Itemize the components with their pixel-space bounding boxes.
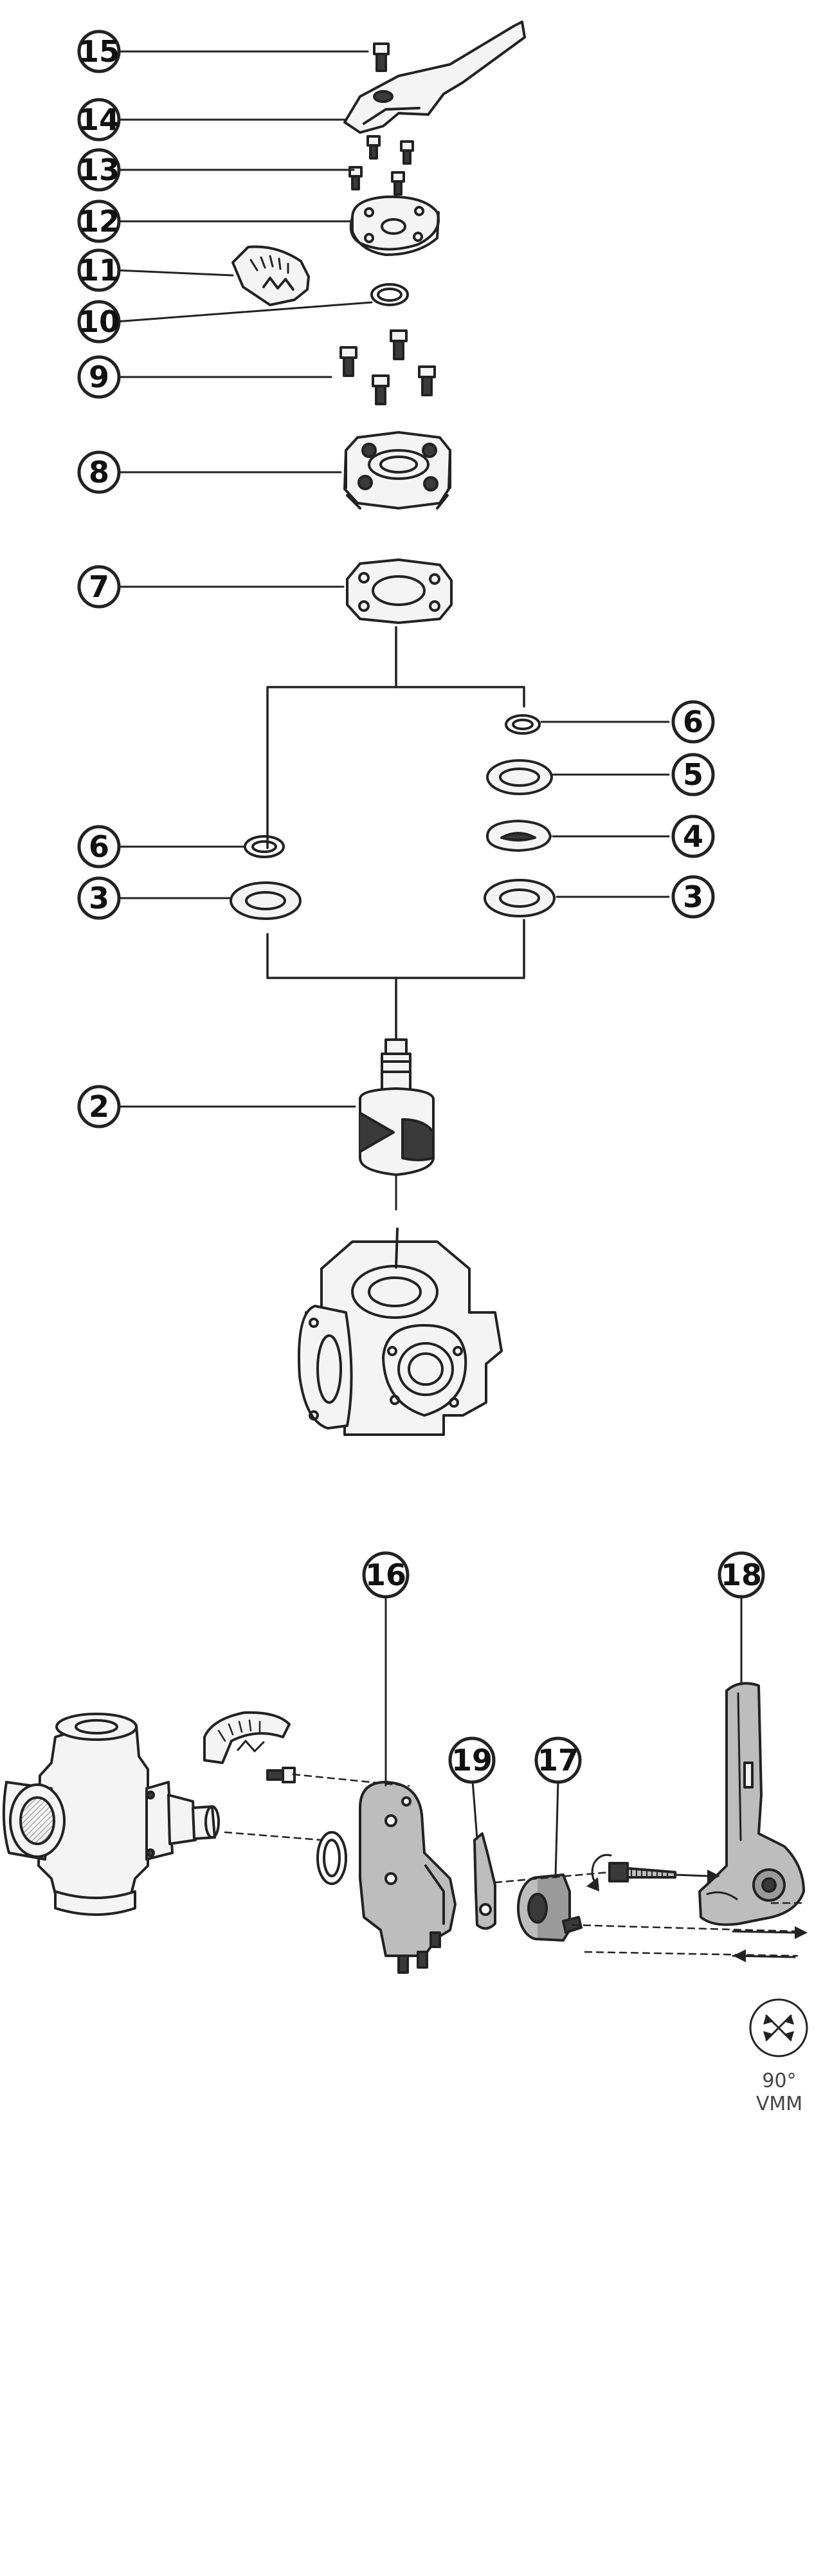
part-9-screws: [339, 329, 436, 405]
svg-text:3: 3: [89, 881, 109, 915]
svg-text:5: 5: [683, 757, 703, 792]
part-12-stop-plate: [349, 195, 440, 256]
callout-2: 2: [77, 1085, 121, 1128]
callout-6-right: 6: [671, 700, 715, 744]
part-14-lever-handle: [343, 21, 526, 134]
part-17-coupling: [517, 1873, 583, 1942]
svg-text:14: 14: [78, 102, 120, 137]
scale-plate-bottom: [203, 1711, 291, 1764]
svg-text:9: 9: [89, 360, 109, 394]
part-16-adapter-bracket: [359, 1781, 457, 1974]
callout-badges: 15 14 13 12 11 10 9 8 7 6 5 4 6 3 3 2 16…: [77, 30, 765, 1784]
callout-11: 11: [77, 248, 121, 292]
bottom-small-screw: [266, 1767, 296, 1783]
mode-angle-label: 90°: [762, 2070, 796, 2092]
callout-3-left: 3: [77, 876, 121, 920]
part-3-washer-left: [230, 881, 302, 920]
callout-8: 8: [77, 450, 121, 494]
callout-3-right: 3: [671, 875, 715, 919]
callout-13: 13: [77, 148, 121, 192]
rotation-mode-icon: [749, 1998, 808, 2057]
svg-text:13: 13: [78, 152, 120, 187]
part-4-seal: [486, 820, 552, 852]
svg-text:12: 12: [78, 204, 120, 239]
svg-text:15: 15: [78, 34, 120, 69]
part-11-scale-plate: [231, 245, 310, 306]
svg-text:2: 2: [89, 1089, 109, 1124]
callout-19: 19: [448, 1736, 496, 1784]
callout-leader-lines: [114, 50, 670, 1108]
bottom-long-screw: [608, 1862, 676, 1882]
assembly-guide-lines: [224, 1773, 805, 1957]
part-2-rotor-plug: [359, 1038, 435, 1211]
callout-18: 18: [718, 1551, 765, 1599]
svg-text:18: 18: [721, 1558, 762, 1592]
svg-text:6: 6: [683, 704, 703, 739]
callout-leader-lines-bottom: [384, 1594, 743, 1879]
callout-5: 5: [671, 753, 715, 796]
callout-16: 16: [362, 1551, 410, 1599]
part-1-valve-body: [298, 1228, 503, 1436]
svg-text:10: 10: [78, 304, 120, 339]
callout-7: 7: [77, 565, 121, 609]
svg-text:4: 4: [683, 819, 703, 854]
part-19-stop-lever: [473, 1832, 496, 1930]
mode-name-label: VMM: [756, 2093, 802, 2115]
svg-text:17: 17: [538, 1743, 579, 1778]
part-6-o-ring-left: [244, 835, 285, 858]
svg-text:8: 8: [89, 455, 109, 490]
callout-15: 15: [77, 30, 121, 73]
svg-text:6: 6: [89, 829, 109, 864]
svg-text:7: 7: [89, 569, 109, 604]
callout-17: 17: [534, 1736, 582, 1784]
callout-10: 10: [77, 300, 121, 344]
callout-4: 4: [671, 814, 715, 858]
part-3-washer-right: [484, 879, 556, 917]
part-10-o-ring: [370, 283, 409, 306]
callout-6-left: 6: [77, 825, 121, 869]
part-8-bonnet: [343, 431, 451, 510]
callout-12: 12: [77, 199, 121, 243]
valve-body-side-view: [2, 1713, 220, 1916]
part-7-gasket: [346, 558, 453, 624]
part-6-o-ring-right: [505, 714, 541, 735]
part-5-washer: [486, 759, 553, 795]
rotation-arrow-icon: [591, 1854, 612, 1888]
callout-9: 9: [77, 355, 121, 399]
callout-14: 14: [77, 98, 121, 142]
bottom-o-ring: [316, 1831, 347, 1885]
assembly-bracket-lines: [266, 626, 525, 1040]
part-18-operating-handle: [698, 1682, 805, 1926]
part-15-handle-screw: [373, 42, 390, 72]
svg-text:11: 11: [78, 253, 120, 288]
svg-text:3: 3: [683, 879, 703, 914]
part-13-screws: [348, 135, 414, 196]
svg-text:19: 19: [451, 1743, 493, 1778]
svg-text:16: 16: [365, 1558, 406, 1592]
